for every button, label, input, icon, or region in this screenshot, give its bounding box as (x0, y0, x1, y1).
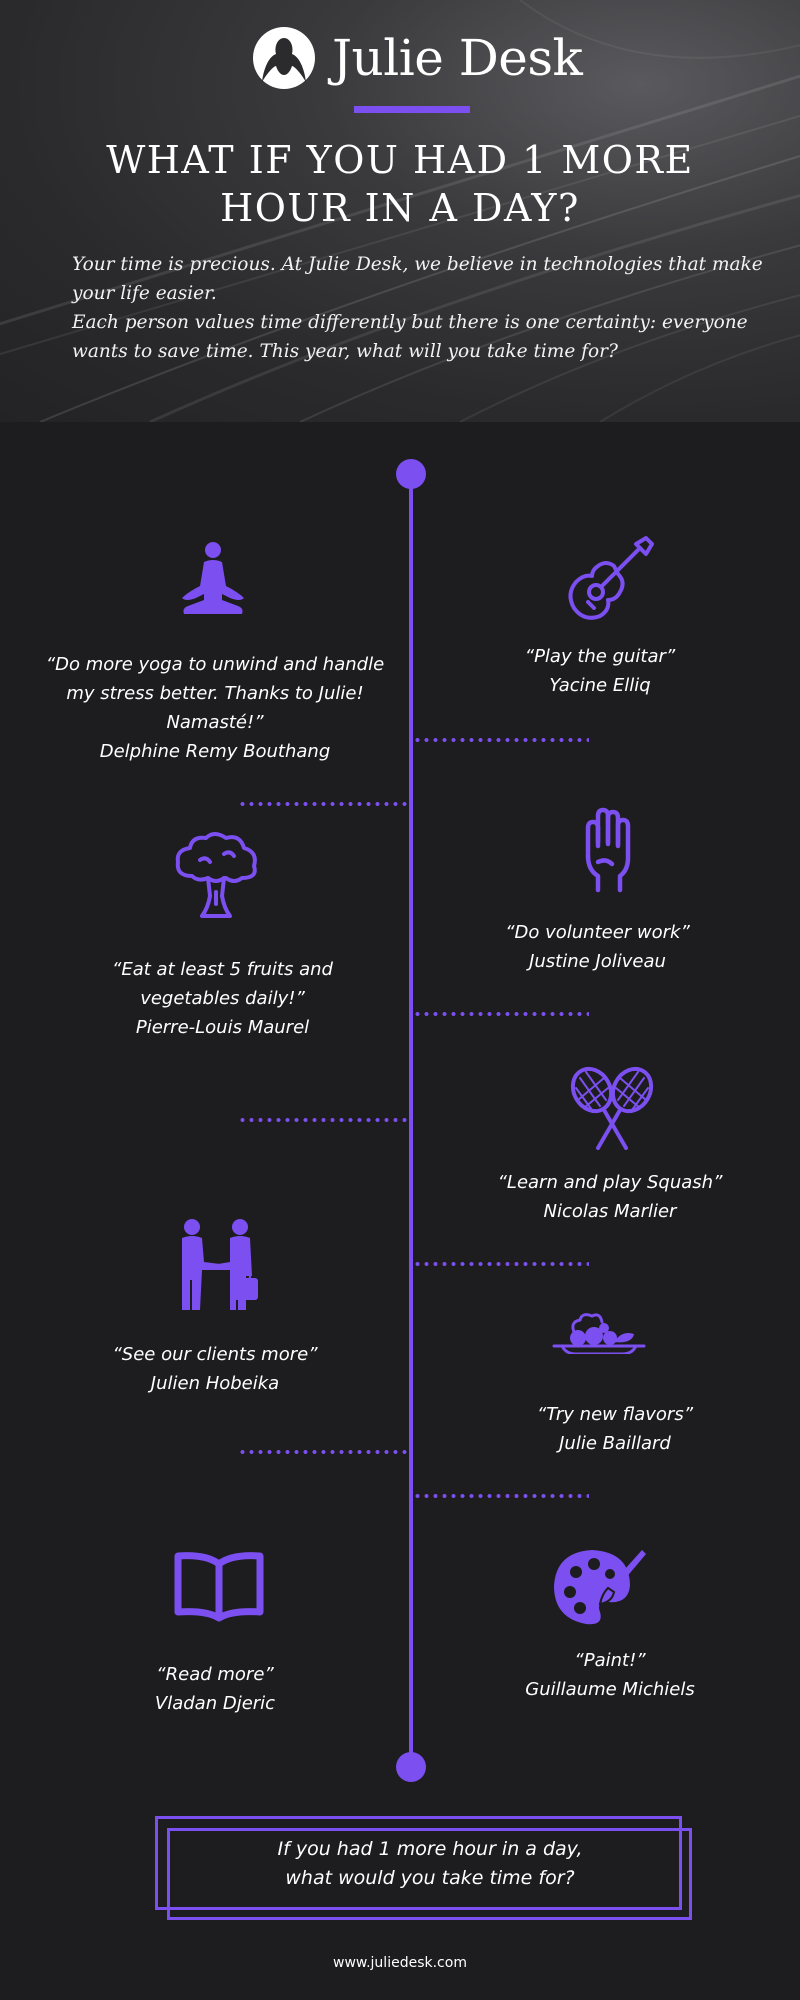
intro-text: Your time is precious. At Julie Desk, we… (72, 250, 772, 366)
entry-author: Julie Baillard (559, 1433, 671, 1454)
timeline-connector (413, 1012, 589, 1016)
entry-author: Pierre-Louis Maurel (135, 1017, 310, 1038)
entry-yoga: “Do more yoga to unwind and handle my st… (40, 650, 390, 766)
entry-flavors: “Try new flavors” Julie Baillard (495, 1400, 735, 1458)
squash-rackets-icon (570, 1066, 654, 1150)
intro-paragraph-1: Your time is precious. At Julie Desk, we… (72, 254, 763, 304)
cta-question: If you had 1 more hour in a day, what wo… (170, 1835, 690, 1893)
entry-read: “Read more” Vladan Djeric (90, 1660, 340, 1718)
entry-quote: “Do more yoga to unwind and handle my st… (45, 654, 385, 733)
timeline-start-dot (396, 459, 426, 489)
handshake-icon (182, 1219, 258, 1310)
cta-line-1: If you had 1 more hour in a day, (277, 1838, 583, 1860)
entry-author: Nicolas Marlier (543, 1201, 677, 1222)
page-title: WHAT IF YOU HAD 1 MORE HOUR IN A DAY? (0, 136, 800, 232)
entry-paint: “Paint!” Guillaume Michiels (485, 1646, 735, 1704)
headline-line-1: WHAT IF YOU HAD 1 MORE (106, 138, 694, 182)
entry-author: Vladan Djeric (154, 1693, 276, 1714)
timeline-line (409, 474, 413, 1766)
entry-squash: “Learn and play Squash” Nicolas Marlier (470, 1168, 750, 1226)
food-plate-icon (552, 1313, 646, 1354)
entry-guitar: “Play the guitar” Yacine Elliq (460, 642, 740, 700)
hero-banner: Julie Desk WHAT IF YOU HAD 1 MORE HOUR I… (0, 0, 800, 422)
entry-author: Julien Hobeika (150, 1373, 280, 1394)
intro-paragraph-2: Each person values time differently but … (72, 312, 748, 362)
entry-quote: “Do volunteer work” (505, 922, 690, 943)
entry-author: Delphine Remy Bouthang (99, 741, 331, 762)
entry-quote: “See our clients more” (112, 1344, 318, 1365)
website-link[interactable]: www.juliedesk.com (333, 1955, 467, 1971)
brand-name: Julie Desk (332, 29, 583, 87)
timeline-connector (413, 1494, 589, 1498)
cta-frame-inner (167, 1828, 692, 1920)
light-streaks-background (0, 0, 800, 422)
entry-author: Justine Joliveau (529, 951, 666, 972)
entry-volunteer: “Do volunteer work” Justine Joliveau (470, 918, 725, 976)
timeline-connector (238, 1118, 410, 1122)
cta-frame-outer (155, 1816, 682, 1910)
paint-palette-icon (554, 1550, 646, 1625)
headline-line-2: HOUR IN A DAY? (220, 186, 580, 230)
raised-hand-icon (585, 807, 631, 893)
brand-logo[interactable]: Julie Desk (250, 26, 583, 90)
open-book-icon (174, 1552, 264, 1622)
entry-clients: “See our clients more” Julien Hobeika (70, 1340, 360, 1398)
julie-logo-icon (253, 27, 315, 89)
timeline-connector (238, 1450, 410, 1454)
entry-quote: “Read more” (156, 1664, 274, 1685)
entry-quote: “Learn and play Squash” (497, 1172, 723, 1193)
timeline-end-dot (396, 1752, 426, 1782)
entry-quote: “Play the guitar” (524, 646, 676, 667)
entry-quote: “Try new flavors” (536, 1404, 694, 1425)
entry-vegetables: “Eat at least 5 fruits and vegetables da… (60, 955, 385, 1042)
entry-quote: “Eat at least 5 fruits and vegetables da… (112, 959, 333, 1009)
broccoli-icon (175, 832, 257, 918)
title-underline (354, 106, 470, 113)
timeline-connector (413, 1262, 589, 1266)
cta-line-2: what would you take time for? (285, 1867, 575, 1889)
guitar-icon (568, 536, 654, 620)
entry-author: Guillaume Michiels (525, 1679, 695, 1700)
entry-quote: “Paint!” (574, 1650, 646, 1671)
yoga-icon (182, 542, 244, 614)
timeline-connector (413, 738, 589, 742)
entry-author: Yacine Elliq (549, 675, 651, 696)
timeline-connector (238, 802, 410, 806)
